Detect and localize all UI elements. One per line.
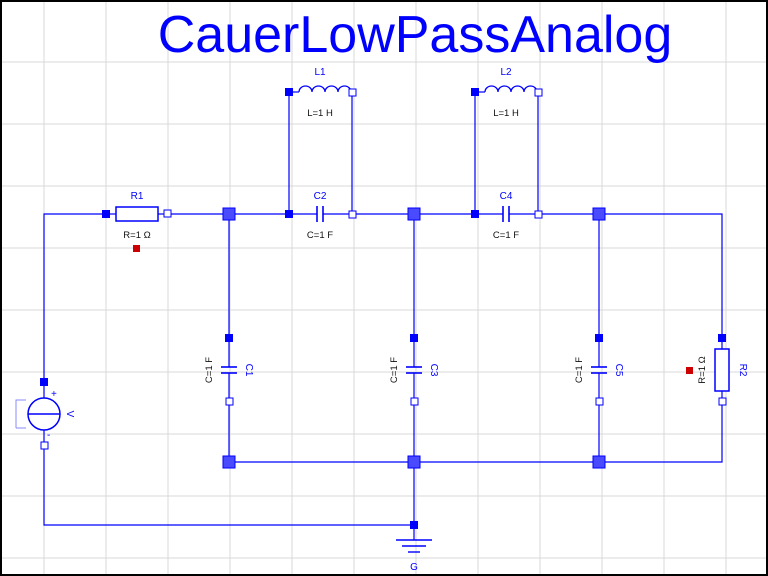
diagram-title: CauerLowPassAnalog (158, 6, 673, 64)
wire[interactable] (43, 446, 414, 526)
v-minus-label: - (47, 430, 50, 441)
junction-node[interactable] (407, 207, 421, 221)
c3-param-label: C=1 F (389, 357, 400, 383)
voltage-source-v[interactable]: + - V (15, 378, 75, 450)
wire[interactable] (43, 213, 106, 382)
capacitor-c2[interactable]: C2 C=1 F (285, 191, 357, 241)
wire[interactable] (599, 213, 723, 338)
ground-g[interactable]: G (396, 521, 432, 573)
junction-node[interactable] (222, 455, 236, 469)
r1-name-label: R1 (131, 191, 144, 202)
r1-param-label: R=1 Ω (123, 230, 150, 241)
inductor-l2[interactable]: L2 L=1 H (471, 67, 543, 119)
r2-name-label: R2 (737, 364, 748, 377)
wires (43, 92, 723, 540)
capacitor-c1[interactable]: C=1 F C1 (204, 334, 254, 406)
capacitor-c5[interactable]: C=1 F C5 (574, 334, 624, 406)
c5-param-label: C=1 F (574, 357, 585, 383)
c2-name-label: C2 (314, 191, 327, 202)
junction-nodes (222, 207, 606, 469)
l2-param-label: L=1 H (493, 108, 519, 119)
g-name-label: G (410, 562, 418, 573)
l1-param-label: L=1 H (307, 108, 333, 119)
capacitor-c3[interactable]: C=1 F C3 (389, 334, 439, 406)
c4-param-label: C=1 F (493, 230, 519, 241)
resistor-r1[interactable]: R1 R=1 Ω (102, 191, 172, 252)
capacitor-c4[interactable]: C4 C=1 F (471, 191, 543, 241)
wire[interactable] (599, 401, 723, 463)
resistor-r2[interactable]: R=1 Ω R2 (686, 334, 748, 406)
l2-name-label: L2 (500, 67, 512, 78)
c1-name-label: C1 (243, 364, 254, 377)
c2-param-label: C=1 F (307, 230, 333, 241)
junction-node[interactable] (592, 455, 606, 469)
v-plus-label: + (51, 389, 57, 400)
junction-node[interactable] (407, 455, 421, 469)
inductor-l1[interactable]: L1 L=1 H (285, 67, 357, 119)
step-signal-icon (15, 399, 26, 428)
c3-name-label: C3 (428, 364, 439, 377)
junction-node[interactable] (222, 207, 236, 221)
l1-name-label: L1 (314, 67, 326, 78)
junction-node[interactable] (592, 207, 606, 221)
annotation-marker (133, 245, 140, 252)
annotation-marker (686, 367, 693, 374)
r2-param-label: R=1 Ω (697, 356, 708, 383)
v-name-label: V (64, 411, 75, 418)
c1-param-label: C=1 F (204, 357, 215, 383)
c4-name-label: C4 (500, 191, 513, 202)
c5-name-label: C5 (613, 364, 624, 377)
